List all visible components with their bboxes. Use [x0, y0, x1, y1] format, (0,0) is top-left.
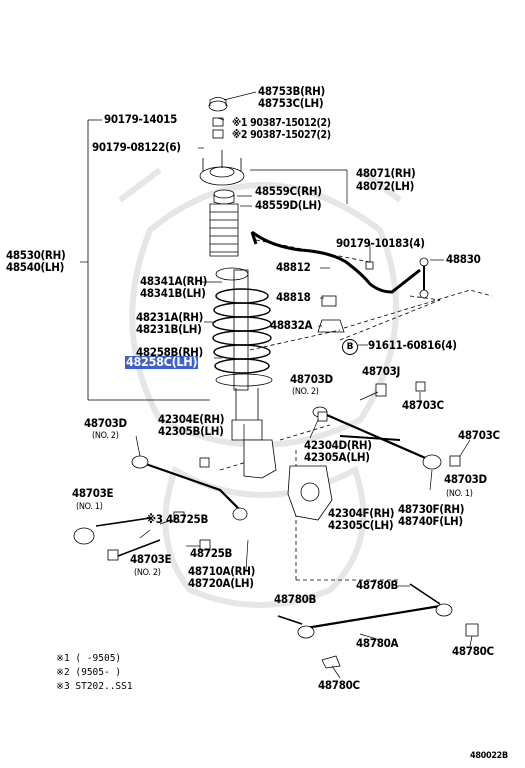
label-48725b: 48725B: [190, 546, 233, 560]
washer-48703j: [375, 383, 387, 397]
label-48703j: 48703J: [362, 364, 401, 378]
stabilizer-link: [419, 257, 429, 299]
label-48703e-top-qty: (NO. 1): [76, 502, 103, 512]
assembly-bracket: [87, 119, 210, 401]
label-42305c: 42305C(LH): [328, 518, 394, 532]
label-48780a: 48780A: [356, 636, 399, 650]
dust-boot: [209, 203, 239, 257]
label-48703d-top: 48703D: [290, 372, 333, 386]
label-48341a: 48341A(RH): [140, 274, 208, 288]
label-48071: 48071(RH): [356, 166, 416, 180]
label-90387-15027: ※2 90387-15027(2): [232, 129, 331, 141]
mount-cap: [208, 97, 228, 112]
label-48231a: 48231A(RH): [136, 310, 204, 324]
label-42304f: 42304F(RH): [328, 506, 395, 520]
label-48703e-bottom: 48703E: [130, 552, 172, 566]
bushing-bracket: [317, 319, 345, 333]
label-48703e-top: 48703E: [72, 486, 114, 500]
label-48258b: 48258B(RH): [136, 345, 203, 359]
nut-48703c-mid: [415, 381, 426, 392]
cam-bolt-no1: [73, 517, 151, 545]
label-48753c: 48753C(LH): [258, 96, 324, 110]
stabilizer-bar: [251, 230, 421, 294]
suspension-arm-upper-left: [131, 455, 248, 521]
label-91611-60816: 91611-60816(4): [368, 338, 457, 352]
bolt-48780b-right: [409, 583, 441, 605]
legend-note-1: ※1 ( -9505): [56, 653, 122, 664]
label-90179-08122: 90179-08122(6): [92, 140, 181, 154]
axle-carrier: [243, 439, 333, 521]
label-48720a: 48720A(LH): [188, 576, 254, 590]
lower-arm-bottom: [297, 603, 453, 639]
label-48780b-left: 48780B: [274, 592, 317, 606]
label-48780c-right: 48780C: [452, 644, 494, 658]
lower-insulator: [215, 373, 273, 387]
label-48530: 48530(RH): [6, 248, 66, 262]
legend-note-3: ※3 ST202..SS1: [56, 681, 133, 692]
label-48818: 48818: [276, 290, 311, 304]
nut-10183: [365, 261, 374, 270]
label-48710a: 48710A(RH): [188, 564, 256, 578]
label-48753b: 48753B(RH): [258, 84, 325, 98]
label-48540: 48540(LH): [6, 260, 65, 274]
label-48559c: 48559C(RH): [255, 184, 322, 198]
label-42304e: 42304E(RH): [158, 412, 225, 426]
label-48725b-star: ※3 48725B: [146, 512, 209, 526]
cam-bolt-no2: [107, 539, 161, 561]
nut-48703c-right: [449, 455, 461, 467]
stabilizer-bushing: [321, 295, 337, 307]
legend-note-2: ※2 (9505- ): [56, 667, 122, 678]
circle-b-marker: B: [342, 339, 358, 355]
label-48703c-right: 48703C: [458, 428, 500, 442]
suspension-arm-mid: [339, 435, 401, 441]
bound-stopper: [213, 189, 235, 205]
label-90179-10183: 90179-10183(4): [336, 236, 425, 250]
diagram-code: 480022B: [470, 751, 508, 761]
label-48231b: 48231B(LH): [136, 322, 202, 336]
label-48072: 48072(LH): [356, 179, 415, 193]
label-48703d-right-qty: (NO. 1): [446, 489, 473, 499]
bushing-48725b: [173, 511, 185, 523]
nut-left-arm: [199, 457, 210, 468]
label-48703d-top-qty: (NO. 2): [292, 387, 319, 397]
coil-spring: [212, 288, 272, 374]
label-42304d: 42304D(RH): [304, 438, 372, 452]
label-48832a: 48832A: [270, 318, 313, 332]
label-48559d: 48559D(LH): [255, 198, 322, 212]
bolt-48780b-left: [277, 615, 303, 625]
label-48780c-bottom: 48780C: [318, 678, 360, 692]
bushing-48725b-lower: [199, 539, 211, 551]
label-48703e-bottom-qty: (NO. 2): [134, 568, 161, 578]
shock-absorber: [231, 269, 263, 441]
label-48830: 48830: [446, 252, 481, 266]
washer-48780c-bottom: [321, 655, 341, 669]
nut-48703d-top: [317, 411, 328, 422]
label-48258c-highlighted[interactable]: 48258C(LH): [125, 354, 199, 369]
label-90179-14015: 90179-14015: [104, 112, 177, 126]
suspension-support: [199, 150, 245, 186]
label-48703d-right: 48703D: [444, 472, 487, 486]
label-48780b-right: 48780B: [356, 578, 399, 592]
washer-48780c-right: [465, 623, 479, 637]
label-48703c-mid: 48703C: [402, 398, 444, 412]
label-42305b: 42305B(LH): [158, 424, 224, 438]
label-48730f: 48730F(RH): [398, 502, 465, 516]
label-48341b: 48341B(LH): [140, 286, 206, 300]
lock-nut: [212, 117, 224, 139]
label-48740f: 48740F(LH): [398, 514, 463, 528]
label-48703d-left: 48703D: [84, 416, 127, 430]
label-90387-15012: ※1 90387-15012(2): [232, 117, 331, 129]
label-48812: 48812: [276, 260, 311, 274]
label-42305a: 42305A(LH): [304, 450, 370, 464]
label-48703d-left-qty: (NO. 2): [92, 431, 119, 441]
